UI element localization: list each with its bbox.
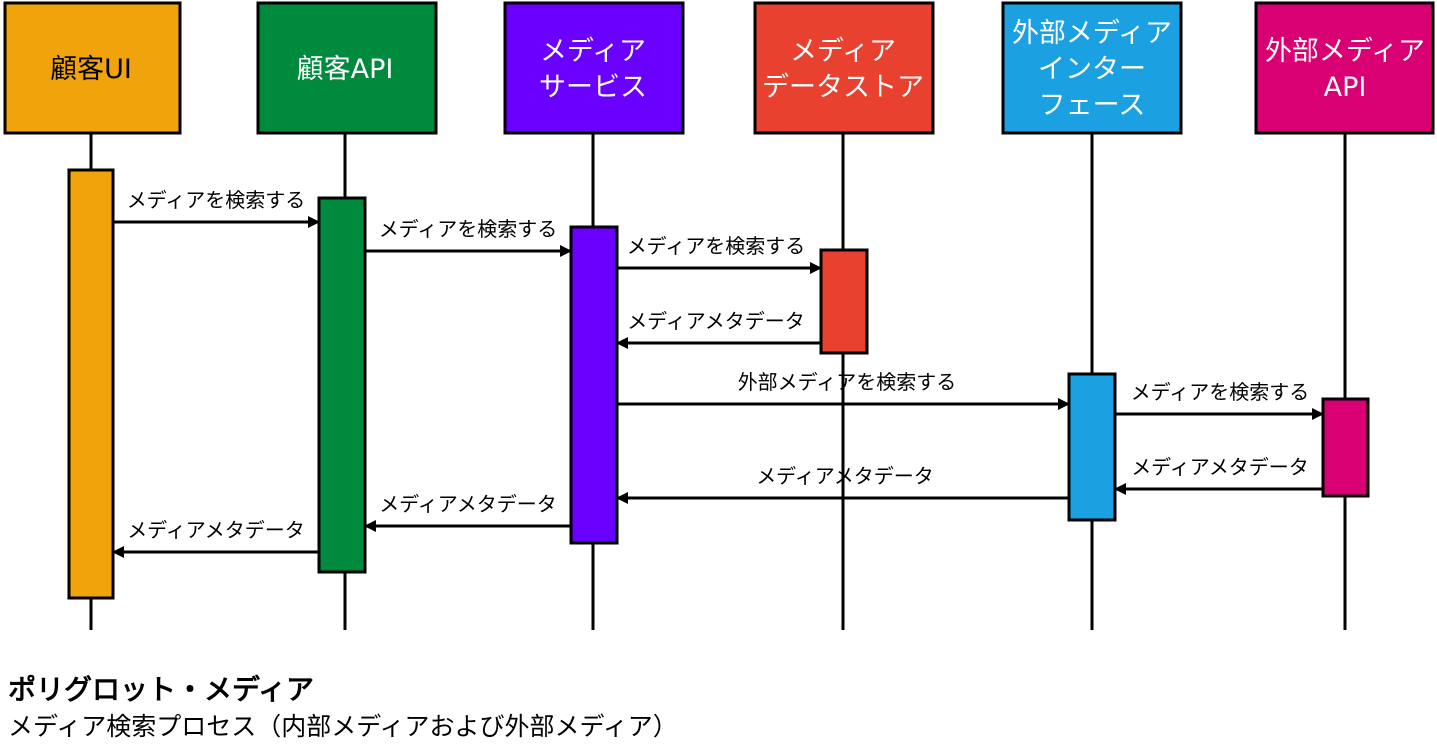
participant-label-ext-2: フェース: [1039, 90, 1146, 121]
activation-bar-ext: [1067, 372, 1117, 522]
participant-extapi: 外部メディア API: [1254, 1, 1435, 135]
participant-box-extapi: [1254, 1, 1435, 135]
message-label-8: メディアメタデータ: [379, 492, 557, 516]
participant-box-svc: [503, 1, 685, 135]
participant-box-store: [753, 1, 935, 135]
message-6: メディアメタデータ: [1114, 455, 1323, 495]
participant-label-extapi-1: API: [1324, 72, 1367, 103]
activation-bar-store: [819, 248, 869, 355]
message-4: 外部メディアを検索する: [617, 370, 1070, 410]
message-2: メディアを検索する: [617, 234, 822, 274]
message-label-6: メディアメタデータ: [1131, 455, 1309, 479]
activation-bar-api: [317, 196, 367, 574]
message-1: メディアを検索する: [365, 217, 572, 257]
participant-label-ui-0: 顧客UI: [50, 54, 132, 85]
message-5: メディアを検索する: [1115, 380, 1324, 420]
message-7: メディアメタデータ: [616, 464, 1069, 504]
message-label-7: メディアメタデータ: [756, 464, 934, 488]
participant-label-store-0: メディア: [790, 36, 896, 67]
message-8: メディアメタデータ: [364, 492, 571, 532]
message-label-3: メディアメタデータ: [627, 309, 805, 333]
participant-box-ui: [3, 1, 182, 135]
participant-label-extapi-0: 外部メディア: [1265, 36, 1425, 67]
message-label-0: メディアを検索する: [127, 188, 306, 212]
message-label-4: 外部メディアを検索する: [738, 370, 957, 394]
participant-box-ext: [1001, 1, 1183, 135]
message-3: メディアメタデータ: [616, 309, 821, 349]
participant-label-svc-0: メディア: [540, 36, 646, 67]
caption-title: ポリグロット・メディア: [8, 673, 315, 706]
message-0: メディアを検索する: [113, 188, 320, 228]
message-9: メディアメタデータ: [112, 518, 319, 558]
participant-label-ext-0: 外部メディア: [1012, 18, 1172, 49]
message-label-2: メディアを検索する: [627, 234, 806, 258]
participant-ui: 顧客UI: [3, 1, 182, 135]
participant-label-ext-1: インター: [1038, 54, 1146, 85]
message-label-1: メディアを検索する: [379, 217, 558, 241]
participant-box-api: [256, 1, 438, 135]
participant-label-svc-1: サービス: [539, 72, 647, 103]
participant-label-api-0: 顧客API: [297, 54, 394, 85]
activation-bar-ui: [67, 168, 115, 600]
message-label-9: メディアメタデータ: [127, 518, 305, 542]
activation-bar-extapi: [1321, 397, 1370, 498]
participant-api: 顧客API: [256, 1, 438, 135]
caption-subtitle: メディア検索プロセス（内部メディアおよび外部メディア）: [8, 712, 678, 741]
participant-label-store-1: データストア: [762, 72, 924, 103]
sequence-diagram: メディアを検索するメディアを検索するメディアを検索するメディアメタデータ外部メデ…: [3, 1, 1435, 630]
message-label-5: メディアを検索する: [1131, 380, 1310, 404]
activation-bar-svc: [569, 225, 619, 545]
